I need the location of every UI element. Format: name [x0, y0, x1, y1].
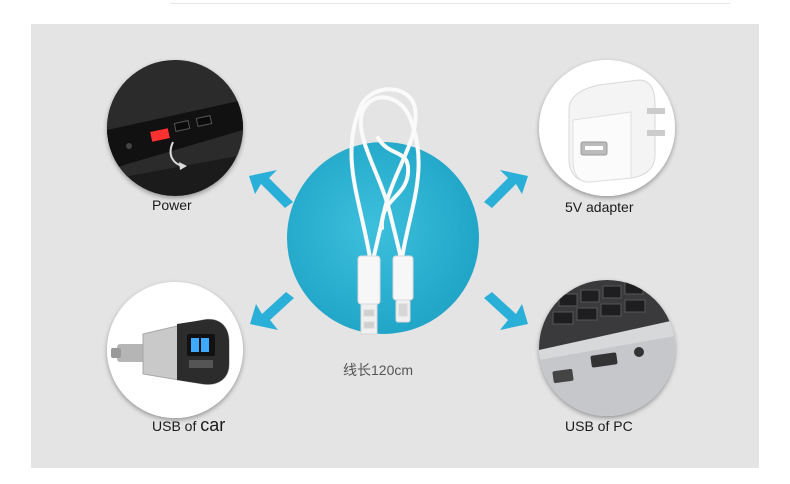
usb-cable-icon — [349, 87, 421, 335]
adapter-label: 5V adapter — [565, 199, 634, 215]
arrow-down-right-icon — [484, 292, 528, 330]
power-label: Power — [152, 197, 192, 213]
center-circle — [287, 142, 479, 334]
top-divider — [170, 3, 730, 4]
power-bank-icon — [107, 60, 243, 196]
car-charger-image — [107, 282, 243, 418]
car-charger-icon — [107, 282, 243, 418]
adapter-image — [539, 60, 675, 196]
arrow-up-left-icon — [249, 170, 293, 208]
power-bank-image — [107, 60, 243, 196]
arrow-up-right-icon — [484, 170, 528, 208]
wall-adapter-icon — [539, 60, 675, 196]
arrow-down-left-icon — [250, 292, 294, 330]
laptop-usb-port-icon — [539, 280, 675, 416]
car-label-word: car — [200, 415, 226, 435]
laptop-image — [539, 280, 675, 416]
pc-label: USB of PC — [565, 418, 633, 434]
car-label: USB of car — [152, 415, 225, 436]
car-label-prefix: USB of — [152, 418, 197, 434]
cable-length-label: 线长120cm — [343, 362, 414, 378]
